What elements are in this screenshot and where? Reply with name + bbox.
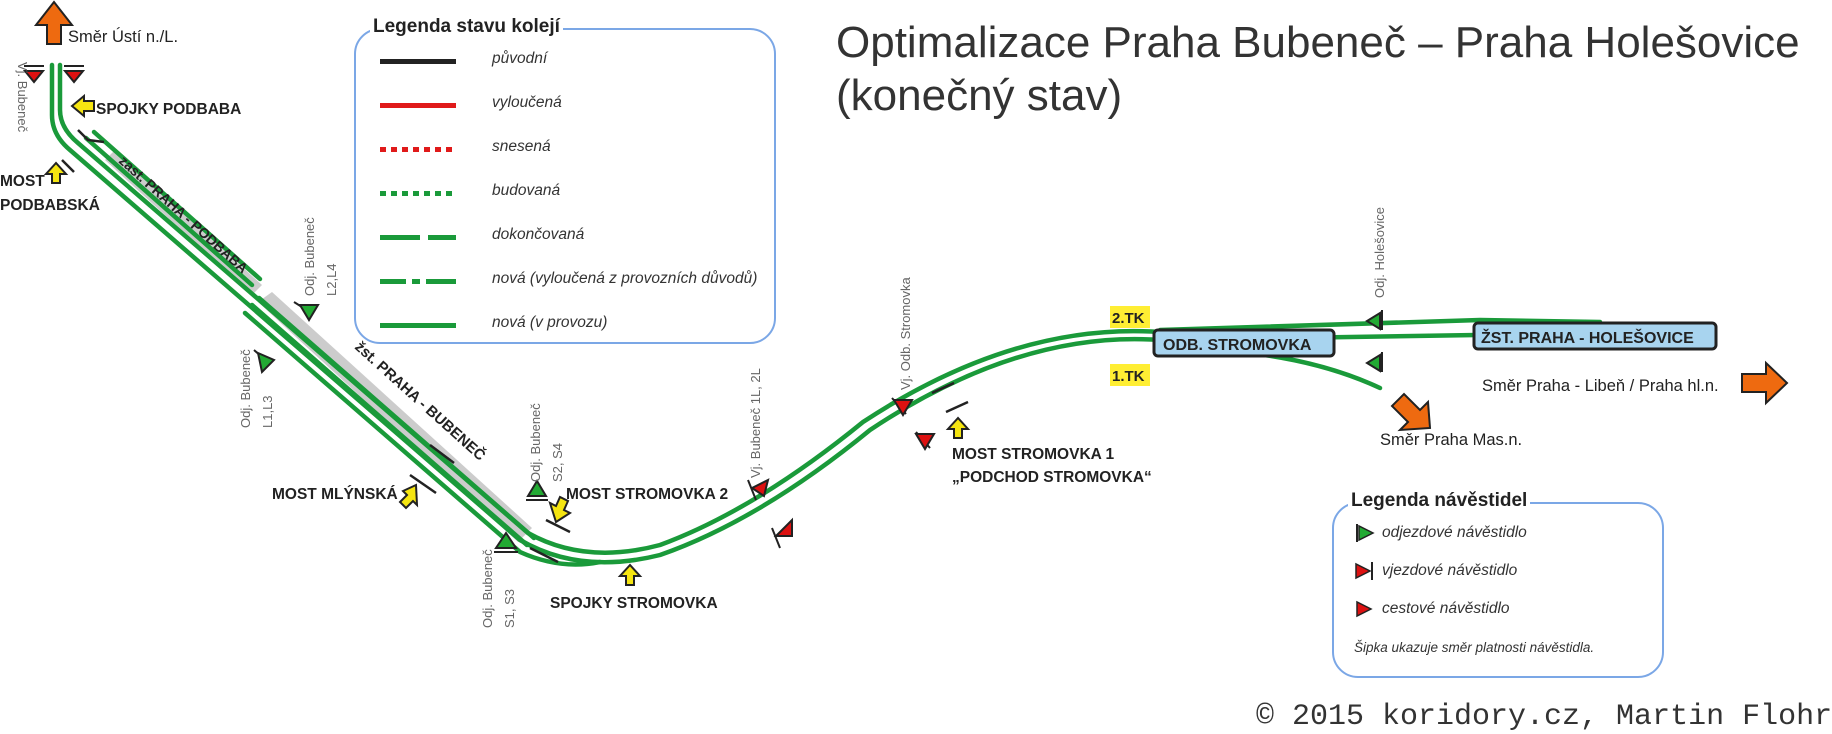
- arrow-up-usti: [33, 0, 75, 45]
- sig-label-l24-2: L2,L4: [324, 263, 339, 296]
- page-title-line2: (konečný stav): [836, 71, 1123, 120]
- track-bubenec-5: [256, 295, 537, 541]
- signal-odj-l24: [293, 301, 320, 322]
- signal-legend-title: Legenda návěstidel: [1348, 490, 1531, 512]
- sig-label-l13-2: L1,L3: [260, 395, 275, 428]
- label-spojky-stromovka: SPOJKY STROMOVKA: [550, 595, 718, 612]
- track-main-2: [57, 62, 1163, 555]
- track-legend-swatch: [380, 191, 456, 196]
- arrow-most-mlynska: [398, 483, 419, 510]
- track-podbaba-4: [91, 129, 263, 282]
- track-legend-label: budovaná: [492, 182, 561, 199]
- track-legend-label: nová (v provozu): [492, 314, 608, 331]
- sig-label-s13-1: Odj. Bubeneč: [480, 549, 495, 628]
- sig-label-s24-2: S2, S4: [550, 443, 565, 482]
- track-legend-label: snesená: [492, 138, 551, 155]
- page-title: Optimalizace Praha Bubeneč – Praha Holeš…: [836, 16, 1800, 122]
- arrow-most-stromovka2: [548, 495, 573, 524]
- label-odb-stromovka: ODB. STROMOVKA: [1163, 337, 1312, 354]
- signal-legend-item: odjezdové návěstidlo: [1354, 522, 1527, 544]
- arrow-right-liben: [1741, 360, 1789, 406]
- page-title-line1: Optimalizace Praha Bubeneč – Praha Holeš…: [836, 18, 1800, 67]
- signal-vj-bubenec-right: [62, 65, 86, 84]
- arrow-spojky-stromovka: [617, 563, 643, 586]
- arrow-down-masaryk: [1390, 392, 1432, 432]
- track-legend-label: původní: [492, 50, 548, 67]
- signal-legend-label: odjezdové návěstidlo: [1382, 524, 1527, 541]
- entry-signal-icon: [1354, 562, 1376, 586]
- signal-odj-holesovice-1: [1365, 310, 1383, 331]
- arrow-most-podbabska: [43, 161, 69, 184]
- label-spojky-podbaba: SPOJKY PODBABA: [96, 101, 241, 118]
- track-holesovice-2: [1157, 317, 1603, 333]
- signal-vj-1l2l: [747, 478, 770, 501]
- signal-vj-odb-stromovka-2: [914, 431, 936, 451]
- label-most-mlynska: MOST MLÝNSKÁ: [272, 485, 398, 503]
- label-zst-holesovice: ŽST. PRAHA - HOLEŠOVICE: [1481, 328, 1694, 347]
- sig-label-s13-2: S1, S3: [502, 589, 517, 628]
- track-legend-label: vyloučená: [492, 94, 562, 111]
- signal-legend: Legenda návěstidel odjezdové návěstidlo v…: [1332, 490, 1664, 678]
- signal-legend-label: vjezdové návěstidlo: [1382, 562, 1518, 579]
- track-legend-swatch: [380, 147, 456, 152]
- signals: [22, 65, 1383, 553]
- label-most-podbabska-1: MOST: [0, 173, 45, 190]
- arrow-most-stromovka1: [945, 416, 971, 439]
- signal-legend-item: cestové návěstidlo: [1354, 598, 1510, 620]
- signal-vj-odb-stromovka-1: [891, 397, 914, 417]
- track-legend: Legenda stavu kolejí původní vyloučená sne…: [354, 16, 776, 344]
- label-tk1: 1.TK: [1112, 368, 1145, 385]
- track-podbaba-3: [83, 135, 255, 288]
- sig-label-vj-odb-stromovka: Vj. Odb. Stromovka: [898, 277, 913, 390]
- sig-label-odj-holesovice: Odj. Holešovice: [1372, 207, 1387, 298]
- label-most-podbabska-2: PODBABSKÁ: [0, 197, 100, 214]
- bridge-marks: [61, 129, 969, 564]
- signal-legend-note: Šipka ukazuje směr platnosti návěstidla.: [1354, 640, 1595, 655]
- route-signal-icon: [1354, 600, 1376, 624]
- track-bubenec-3: [242, 310, 603, 567]
- track-legend-label: nová (vyloučená z provozních důvodů): [492, 270, 758, 287]
- track-legend-swatch: [380, 103, 456, 108]
- signal-odj-holesovice-2: [1365, 352, 1383, 373]
- sig-label-vj-bubenec: Vj. Bubeneč: [15, 62, 30, 133]
- zst-holesovice-box: [1472, 321, 1718, 351]
- track-main-1: [49, 62, 1603, 565]
- track-legend-swatch: [380, 59, 456, 64]
- signal-cestove-stromovka: [771, 517, 793, 549]
- copyright: © 2015 koridory.cz, Martin Flohr: [1256, 700, 1832, 734]
- track-legend-swatch: [380, 235, 456, 240]
- signal-odj-s13: [494, 531, 518, 553]
- sig-label-vj-1l2l: Vj. Bubeneč 1L, 2L: [748, 368, 763, 478]
- label-smer-masaryk: Směr Praha Mas.n.: [1380, 431, 1522, 449]
- track-legend-label: dokončovaná: [492, 226, 585, 243]
- direction-arrows: [33, 0, 1789, 586]
- track-legend-swatch: [380, 279, 456, 284]
- label-usti: Směr Ústí n./L.: [68, 27, 178, 46]
- label-tk2: 2.TK: [1112, 310, 1145, 327]
- odb-stromovka-box: [1152, 328, 1336, 358]
- sig-label-s24-1: Odj. Bubeneč: [528, 403, 543, 482]
- label-most-stromovka1-2: „PODCHOD STROMOVKA“: [952, 469, 1152, 486]
- signal-vj-bubenec-left: [22, 65, 46, 84]
- label-most-stromovka2: MOST STROMOVKA 2: [566, 486, 728, 503]
- signal-odj-l13: [253, 349, 276, 375]
- track-bubenec-4: [249, 302, 530, 548]
- track-legend-swatch: [380, 323, 456, 328]
- label-zast-podbaba: zast. PRAHA - PODBABA: [116, 152, 251, 276]
- sig-label-l13-1: Odj. Bubeneč: [238, 349, 253, 428]
- departure-signal-icon: [1354, 524, 1376, 548]
- arrow-spojky-podbaba: [70, 93, 95, 119]
- signal-legend-item: vjezdové návěstidlo: [1354, 560, 1517, 582]
- signal-legend-label: cestové návěstidlo: [1382, 600, 1510, 617]
- tk1-highlight: [1110, 364, 1150, 386]
- signal-odj-s24: [526, 479, 548, 501]
- track-legend-title: Legenda stavu kolejí: [370, 16, 563, 38]
- label-smer-liben: Směr Praha - Libeň / Praha hl.n.: [1482, 377, 1719, 395]
- tk2-highlight: [1110, 306, 1150, 328]
- label-most-stromovka1-1: MOST STROMOVKA 1: [952, 446, 1115, 463]
- sig-label-l24-1: Odj. Bubeneč: [302, 217, 317, 296]
